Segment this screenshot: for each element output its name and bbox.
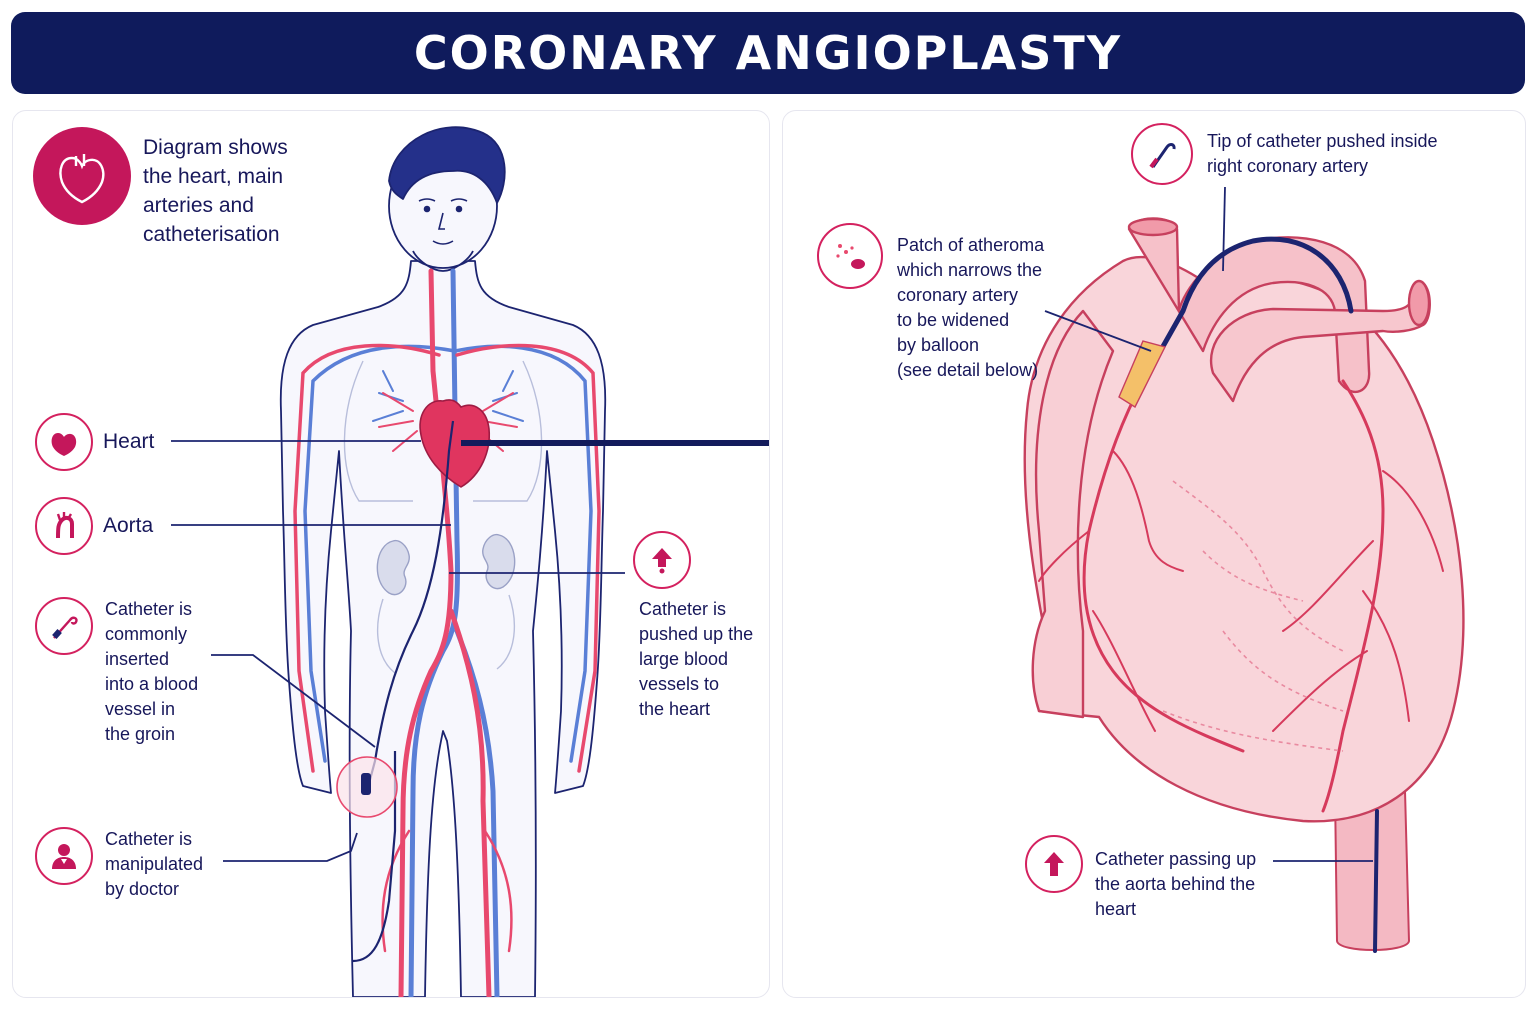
intro-line: catheterisation — [143, 223, 280, 246]
catheter-entry-marker — [336, 756, 398, 818]
heart-small — [419, 399, 491, 488]
groin-label: Catheter is commonly inserted into a blo… — [105, 597, 198, 747]
doctor-line: Catheter is — [105, 829, 193, 849]
intro-line: arteries and — [143, 194, 254, 217]
groin-line: vessel in — [105, 699, 176, 719]
face — [418, 198, 468, 245]
catheter-in-heart — [1154, 236, 1379, 953]
pushed-line: large blood — [639, 649, 729, 669]
leader-lines — [171, 440, 625, 862]
page-title: CORONARY ANGIOPLASTY — [413, 26, 1123, 80]
atheroma-line: to be widened — [897, 310, 1010, 330]
pushed-line: Catheter is — [639, 599, 727, 619]
body-illustration — [171, 126, 769, 997]
intro-line: Diagram shows — [143, 136, 288, 159]
hidden-arteries — [1162, 480, 1344, 752]
coronary-arteries — [1038, 359, 1444, 813]
doctor-line: by doctor — [105, 879, 180, 899]
atheroma-line: which narrows the — [897, 260, 1043, 280]
descending-aorta — [1333, 790, 1411, 951]
kidneys — [376, 533, 516, 674]
groin-line: the groin — [105, 724, 176, 744]
catheter-tip-icon — [1131, 123, 1193, 185]
doctor-line: manipulated — [105, 854, 204, 874]
intro-line: the heart, main — [143, 165, 284, 188]
groin-line: inserted — [105, 649, 170, 669]
heart-label: Heart — [103, 430, 155, 453]
pushed-label: Catheter is pushed up the large blood ve… — [639, 597, 753, 722]
aorta-icon — [35, 497, 93, 555]
body-diagram-panel: Diagram shows the heart, main arteries a… — [12, 110, 770, 998]
groin-line: into a blood — [105, 674, 199, 694]
up-arrow-icon — [633, 531, 691, 589]
groin-line: commonly — [105, 624, 188, 644]
atheroma-line: coronary artery — [897, 285, 1019, 305]
tip-label: Tip of catheter pushed inside right coro… — [1207, 129, 1437, 179]
aorta-behind-label: Catheter passing up the aorta behind the… — [1095, 847, 1256, 922]
pushed-line: the heart — [639, 699, 711, 719]
atheroma-label: Patch of atheroma which narrows the coro… — [897, 233, 1044, 383]
leader-lines-right — [1044, 186, 1373, 862]
groin-line: Catheter is — [105, 599, 193, 619]
heart-icon — [35, 413, 93, 471]
aorta-label: Aorta — [103, 514, 154, 537]
tip-line: right coronary artery — [1207, 156, 1369, 176]
doctor-label: Catheter is manipulated by doctor — [105, 827, 203, 902]
aorta-behind-line: Catheter passing up — [1095, 849, 1257, 869]
intro-text: Diagram shows the heart, main arteries a… — [143, 133, 288, 249]
catheter-icon — [35, 597, 93, 655]
heart-detail-panel: Tip of catheter pushed inside right coro… — [782, 110, 1526, 998]
aorta-behind-line: the aorta behind the — [1095, 874, 1256, 894]
body-outline — [279, 126, 607, 997]
atheroma-line: by balloon — [897, 335, 980, 355]
pushed-line: vessels to — [639, 674, 720, 694]
pushed-line: pushed up the — [639, 624, 754, 644]
atheroma-icon — [817, 223, 883, 289]
doctor-icon — [35, 827, 93, 885]
aorta-behind-line: heart — [1095, 899, 1137, 919]
atheroma-line: Patch of atheroma — [897, 235, 1045, 255]
catheter-line — [352, 420, 455, 963]
tip-line: Tip of catheter pushed inside — [1207, 131, 1438, 151]
up-arrow-icon — [1025, 835, 1083, 893]
atheroma-line: (see detail below) — [897, 360, 1039, 380]
heart-illustration — [1023, 186, 1465, 953]
title-bar: CORONARY ANGIOPLASTY — [11, 12, 1525, 94]
heart-arrow — [461, 440, 769, 446]
heart-icon — [33, 127, 131, 225]
atheroma-patch — [1118, 340, 1167, 409]
